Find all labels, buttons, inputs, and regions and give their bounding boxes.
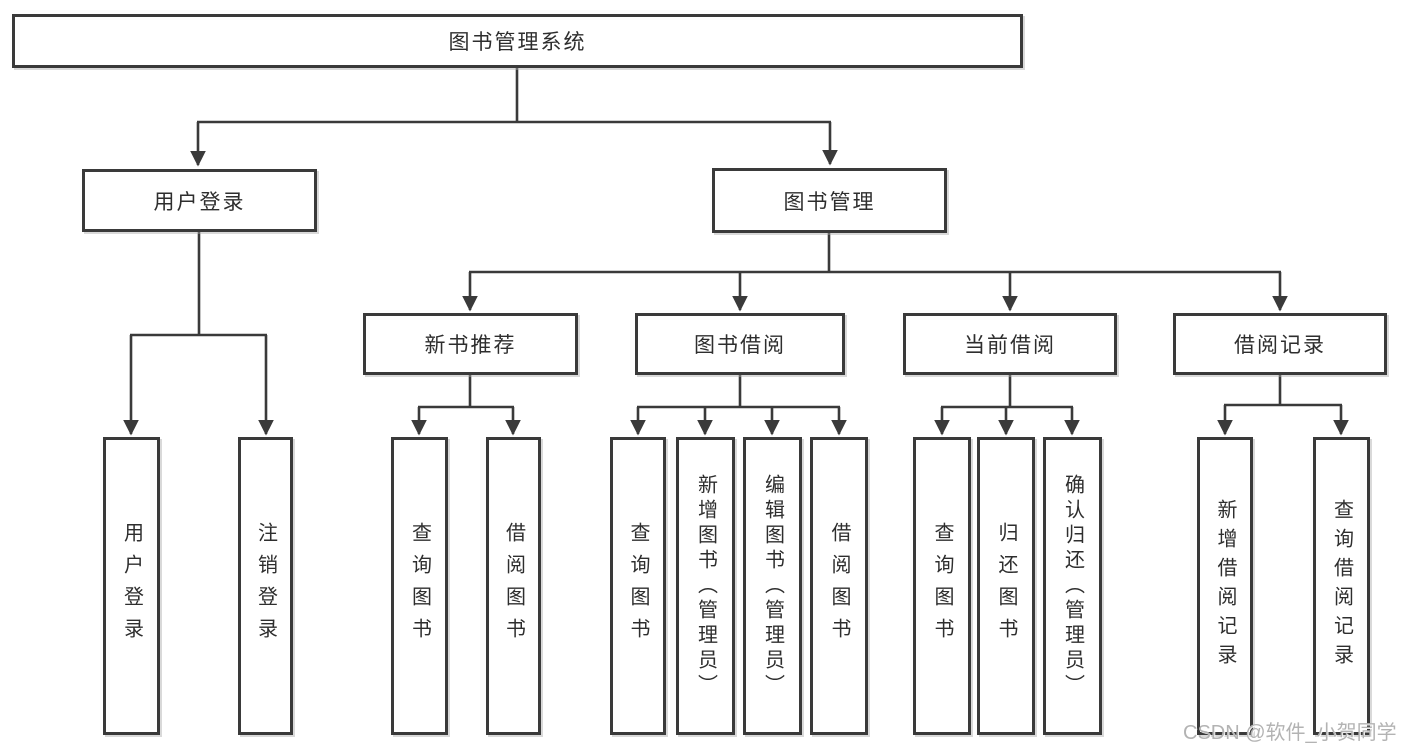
leaf-edit-book-admin: 编辑图书（管理员） bbox=[743, 437, 802, 735]
leaf-query-borrow-record: 查询借阅记录 bbox=[1313, 437, 1370, 735]
node-library-management-system: 图书管理系统 bbox=[12, 14, 1023, 68]
leaf-borrow-books: 借阅图书 bbox=[810, 437, 868, 735]
leaf-query-books-recommend: 查询图书 bbox=[391, 437, 448, 735]
leaf-add-book-admin-label: 新增图书（管理员） bbox=[694, 473, 717, 699]
leaf-query-books-borrowing-label: 查询图书 bbox=[627, 522, 649, 650]
node-new-book-recommendation: 新书推荐 bbox=[363, 313, 578, 375]
leaf-return-books: 归还图书 bbox=[977, 437, 1035, 735]
node-book-borrowing: 图书借阅 bbox=[635, 313, 845, 375]
leaf-user-login: 用户登录 bbox=[103, 437, 160, 735]
leaf-confirm-return-admin-label: 确认归还（管理员） bbox=[1061, 473, 1084, 699]
leaf-add-book-admin: 新增图书（管理员） bbox=[676, 437, 735, 735]
leaf-borrow-books-label: 借阅图书 bbox=[828, 522, 850, 650]
leaf-add-borrow-record-label: 新增借阅记录 bbox=[1214, 499, 1236, 673]
leaf-query-books-current-label: 查询图书 bbox=[931, 522, 953, 650]
node-book-management: 图书管理 bbox=[712, 168, 947, 233]
watermark: CSDN @软件_小贺同学 bbox=[1183, 722, 1397, 744]
leaf-query-books-borrowing: 查询图书 bbox=[610, 437, 666, 735]
leaf-query-books-current: 查询图书 bbox=[913, 437, 971, 735]
leaf-logout-login: 注销登录 bbox=[238, 437, 293, 735]
node-current-borrowing: 当前借阅 bbox=[903, 313, 1117, 375]
node-borrowing-records: 借阅记录 bbox=[1173, 313, 1387, 375]
leaf-logout-login-label: 注销登录 bbox=[254, 522, 277, 650]
leaf-edit-book-admin-label: 编辑图书（管理员） bbox=[761, 473, 784, 699]
node-user-login: 用户登录 bbox=[82, 169, 317, 232]
leaf-query-books-recommend-label: 查询图书 bbox=[408, 522, 431, 650]
leaf-return-books-label: 归还图书 bbox=[995, 522, 1017, 650]
leaf-confirm-return-admin: 确认归还（管理员） bbox=[1043, 437, 1102, 735]
leaf-borrow-books-recommend-label: 借阅图书 bbox=[502, 522, 525, 650]
leaf-query-borrow-record-label: 查询借阅记录 bbox=[1330, 499, 1353, 673]
leaf-user-login-label: 用户登录 bbox=[120, 522, 143, 650]
leaf-add-borrow-record: 新增借阅记录 bbox=[1197, 437, 1253, 735]
leaf-borrow-books-recommend: 借阅图书 bbox=[486, 437, 541, 735]
